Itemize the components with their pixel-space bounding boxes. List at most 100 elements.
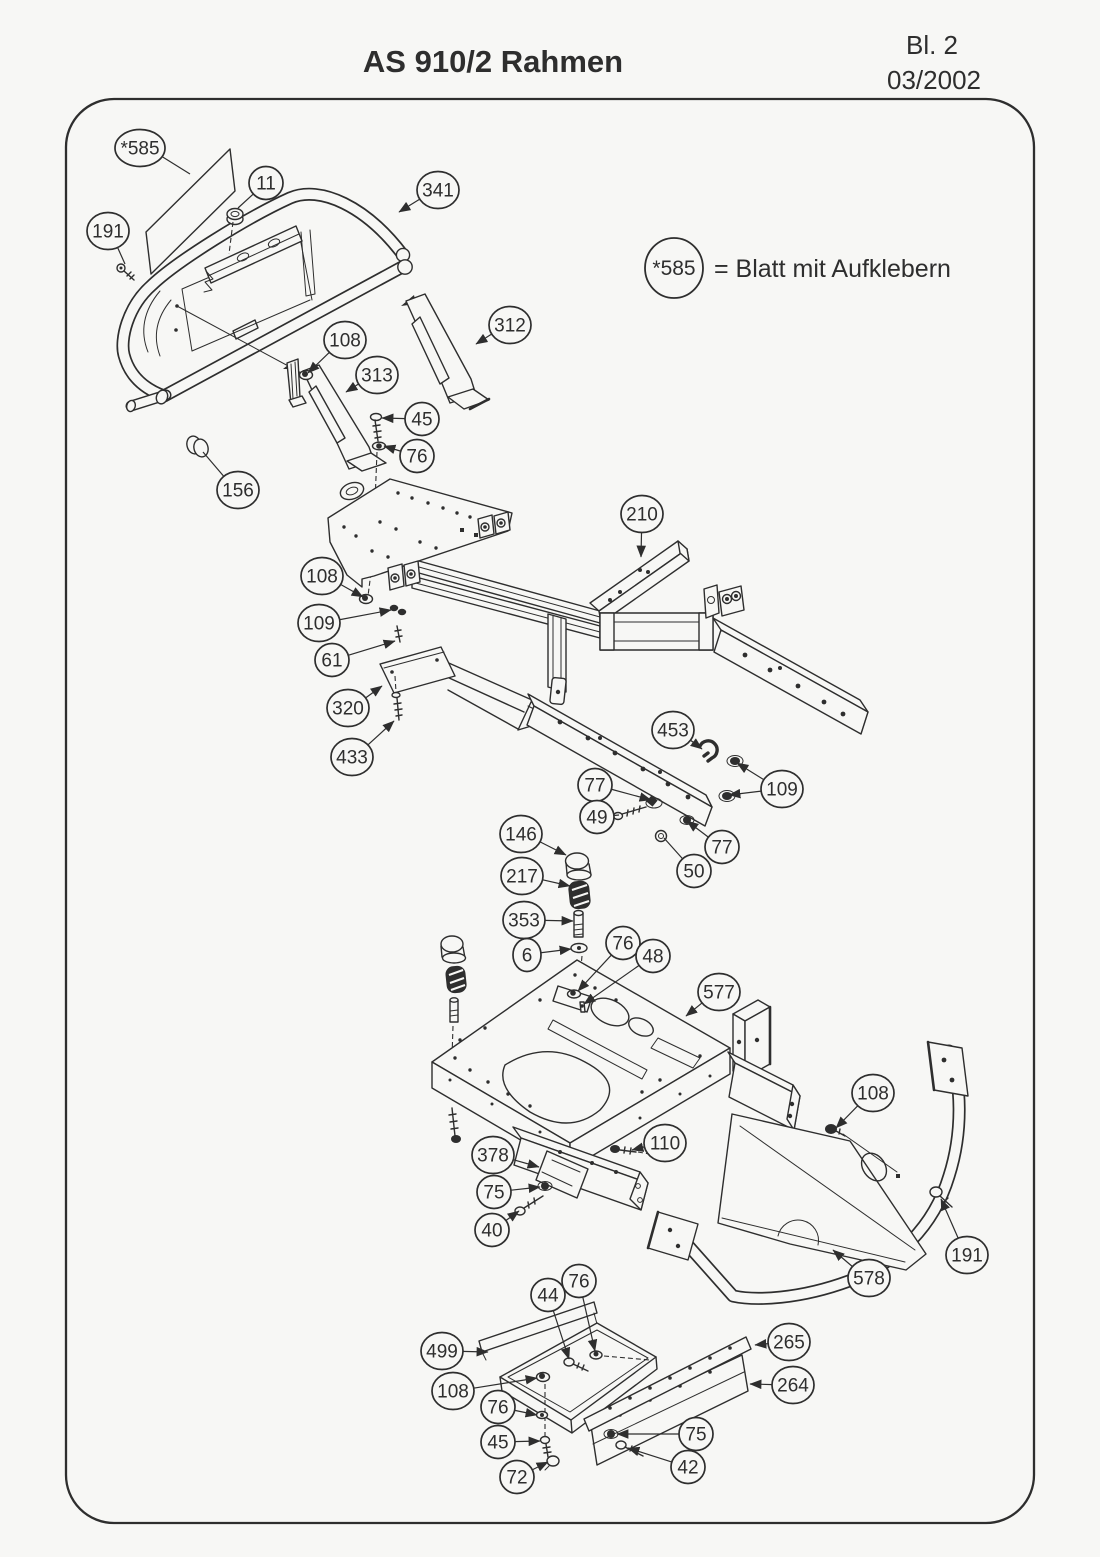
part-balloon-108-41: 108 xyxy=(431,1371,538,1411)
part-balloon-577-28: 577 xyxy=(685,972,741,1017)
balloon-circle xyxy=(643,1123,687,1163)
part-balloon-6-25: 6 xyxy=(512,937,572,973)
part-balloon-star585-0: *585 xyxy=(114,128,191,175)
balloon-leader-line xyxy=(504,1210,520,1222)
part-balloon-44-38: 44 xyxy=(530,1277,571,1360)
part-balloon-210-10: 210 xyxy=(620,494,664,558)
balloon-circle xyxy=(760,769,804,809)
balloon-circle xyxy=(945,1235,989,1275)
balloon-leader-line xyxy=(461,1346,489,1357)
part-balloon-433-15: 433 xyxy=(330,720,395,777)
part-balloon-40-32: 40 xyxy=(474,1210,520,1248)
balloon-leader-line xyxy=(347,639,396,657)
drawing-border xyxy=(64,97,1036,1525)
balloon-circle xyxy=(670,1449,706,1485)
balloon-circle xyxy=(323,320,367,360)
part-balloon-49-18: 49 xyxy=(579,799,620,835)
part-balloon-77-20: 77 xyxy=(686,820,740,865)
balloon-leader-line xyxy=(835,1104,859,1129)
balloon-leader-line xyxy=(339,583,364,598)
fasteners-handle xyxy=(116,207,244,458)
balloon-leader-line xyxy=(472,1375,538,1389)
part-balloon-108-11: 108 xyxy=(300,556,364,598)
balloon-leader-line xyxy=(538,840,567,856)
balloon-circle xyxy=(697,972,741,1012)
balloon-leader-line xyxy=(749,1379,774,1390)
part-balloon-217-23: 217 xyxy=(500,856,571,896)
sticker-sheet xyxy=(145,148,236,275)
balloon-leader-line xyxy=(345,381,360,393)
balloon-leader-line xyxy=(509,1183,541,1194)
fasteners-bottom xyxy=(535,1350,644,1471)
part-balloon-11-1: 11 xyxy=(237,165,284,209)
balloon-label: 578 xyxy=(853,1268,885,1289)
part-balloon-50-21: 50 xyxy=(663,837,712,889)
balloon-leader-line xyxy=(364,685,383,699)
frame-top-plate xyxy=(327,478,513,591)
balloon-leader-line xyxy=(689,738,703,750)
legend: *585 = Blatt mit Aufklebern xyxy=(644,237,951,299)
balloon-leader-line xyxy=(366,720,395,747)
part-balloon-191-3: 191 xyxy=(86,211,130,265)
part-balloon-312-6: 312 xyxy=(475,305,532,345)
balloon-label: 109 xyxy=(766,779,798,800)
balloon-leader-line xyxy=(543,915,574,926)
rear-panel-578 xyxy=(717,1113,953,1271)
balloon-circle xyxy=(676,853,712,889)
balloon-circle xyxy=(476,1174,512,1210)
balloon-leader-line xyxy=(383,444,402,454)
balloon-leader-line xyxy=(338,607,392,621)
part-balloon-320-14: 320 xyxy=(326,685,383,728)
balloon-circle xyxy=(114,128,166,168)
balloon-circle xyxy=(579,799,615,835)
balloon-leader-line xyxy=(202,451,225,478)
balloon-label: 320 xyxy=(332,698,364,719)
part-balloon-341-2: 341 xyxy=(398,170,460,213)
balloon-circle xyxy=(499,814,543,854)
balloon-leader-line xyxy=(940,1198,960,1240)
balloon-circle xyxy=(480,1424,516,1460)
balloon-leader-line xyxy=(307,351,331,374)
balloon-leader-line xyxy=(552,1309,571,1360)
part-balloon-77-17: 77 xyxy=(577,767,652,803)
part-balloon-45-7: 45 xyxy=(381,401,440,437)
part-balloon-72-44: 72 xyxy=(499,1459,549,1495)
balloon-label: 577 xyxy=(703,982,735,1003)
part-balloon-453-16: 453 xyxy=(651,710,703,750)
bracket-312 xyxy=(401,293,491,411)
balloon-label: 77 xyxy=(711,837,732,858)
balloon-circle xyxy=(767,1322,811,1362)
balloon-circle xyxy=(605,925,641,961)
balloon-label: 110 xyxy=(650,1133,680,1154)
balloon-label: 453 xyxy=(657,720,689,741)
part-balloon-578-35: 578 xyxy=(832,1249,891,1298)
part-balloon-109-19: 109 xyxy=(728,762,804,809)
balloon-leader-line xyxy=(685,1001,704,1017)
part-balloon-109-12: 109 xyxy=(297,603,392,643)
balloon-circle xyxy=(420,1331,464,1371)
balloon-label: 76 xyxy=(568,1271,589,1292)
balloon-circle xyxy=(847,1258,891,1298)
balloon-label: 191 xyxy=(951,1245,983,1266)
balloon-circle xyxy=(248,165,284,201)
balloon-leader-line xyxy=(531,1461,549,1472)
balloon-circle xyxy=(561,1263,597,1299)
balloon-label: 76 xyxy=(406,446,427,467)
legend-text: = Blatt mit Aufklebern xyxy=(714,255,951,283)
balloon-label: 264 xyxy=(777,1375,809,1396)
balloon-leader-line xyxy=(513,1407,538,1418)
balloon-label: 75 xyxy=(483,1182,504,1203)
balloon-leader-line xyxy=(581,1295,598,1352)
main-frame xyxy=(407,540,869,827)
part-balloon-76-8: 76 xyxy=(383,438,435,474)
page-title: AS 910/2 Rahmen xyxy=(363,44,623,79)
balloon-label: 75 xyxy=(685,1424,706,1445)
balloon-circle xyxy=(851,1073,895,1113)
balloon-circle xyxy=(416,170,460,210)
balloon-label: 191 xyxy=(92,221,124,242)
balloon-circle xyxy=(300,556,344,596)
balloon-label: 50 xyxy=(683,861,704,882)
balloon-label: 341 xyxy=(422,180,454,201)
balloon-circle xyxy=(499,1459,535,1495)
